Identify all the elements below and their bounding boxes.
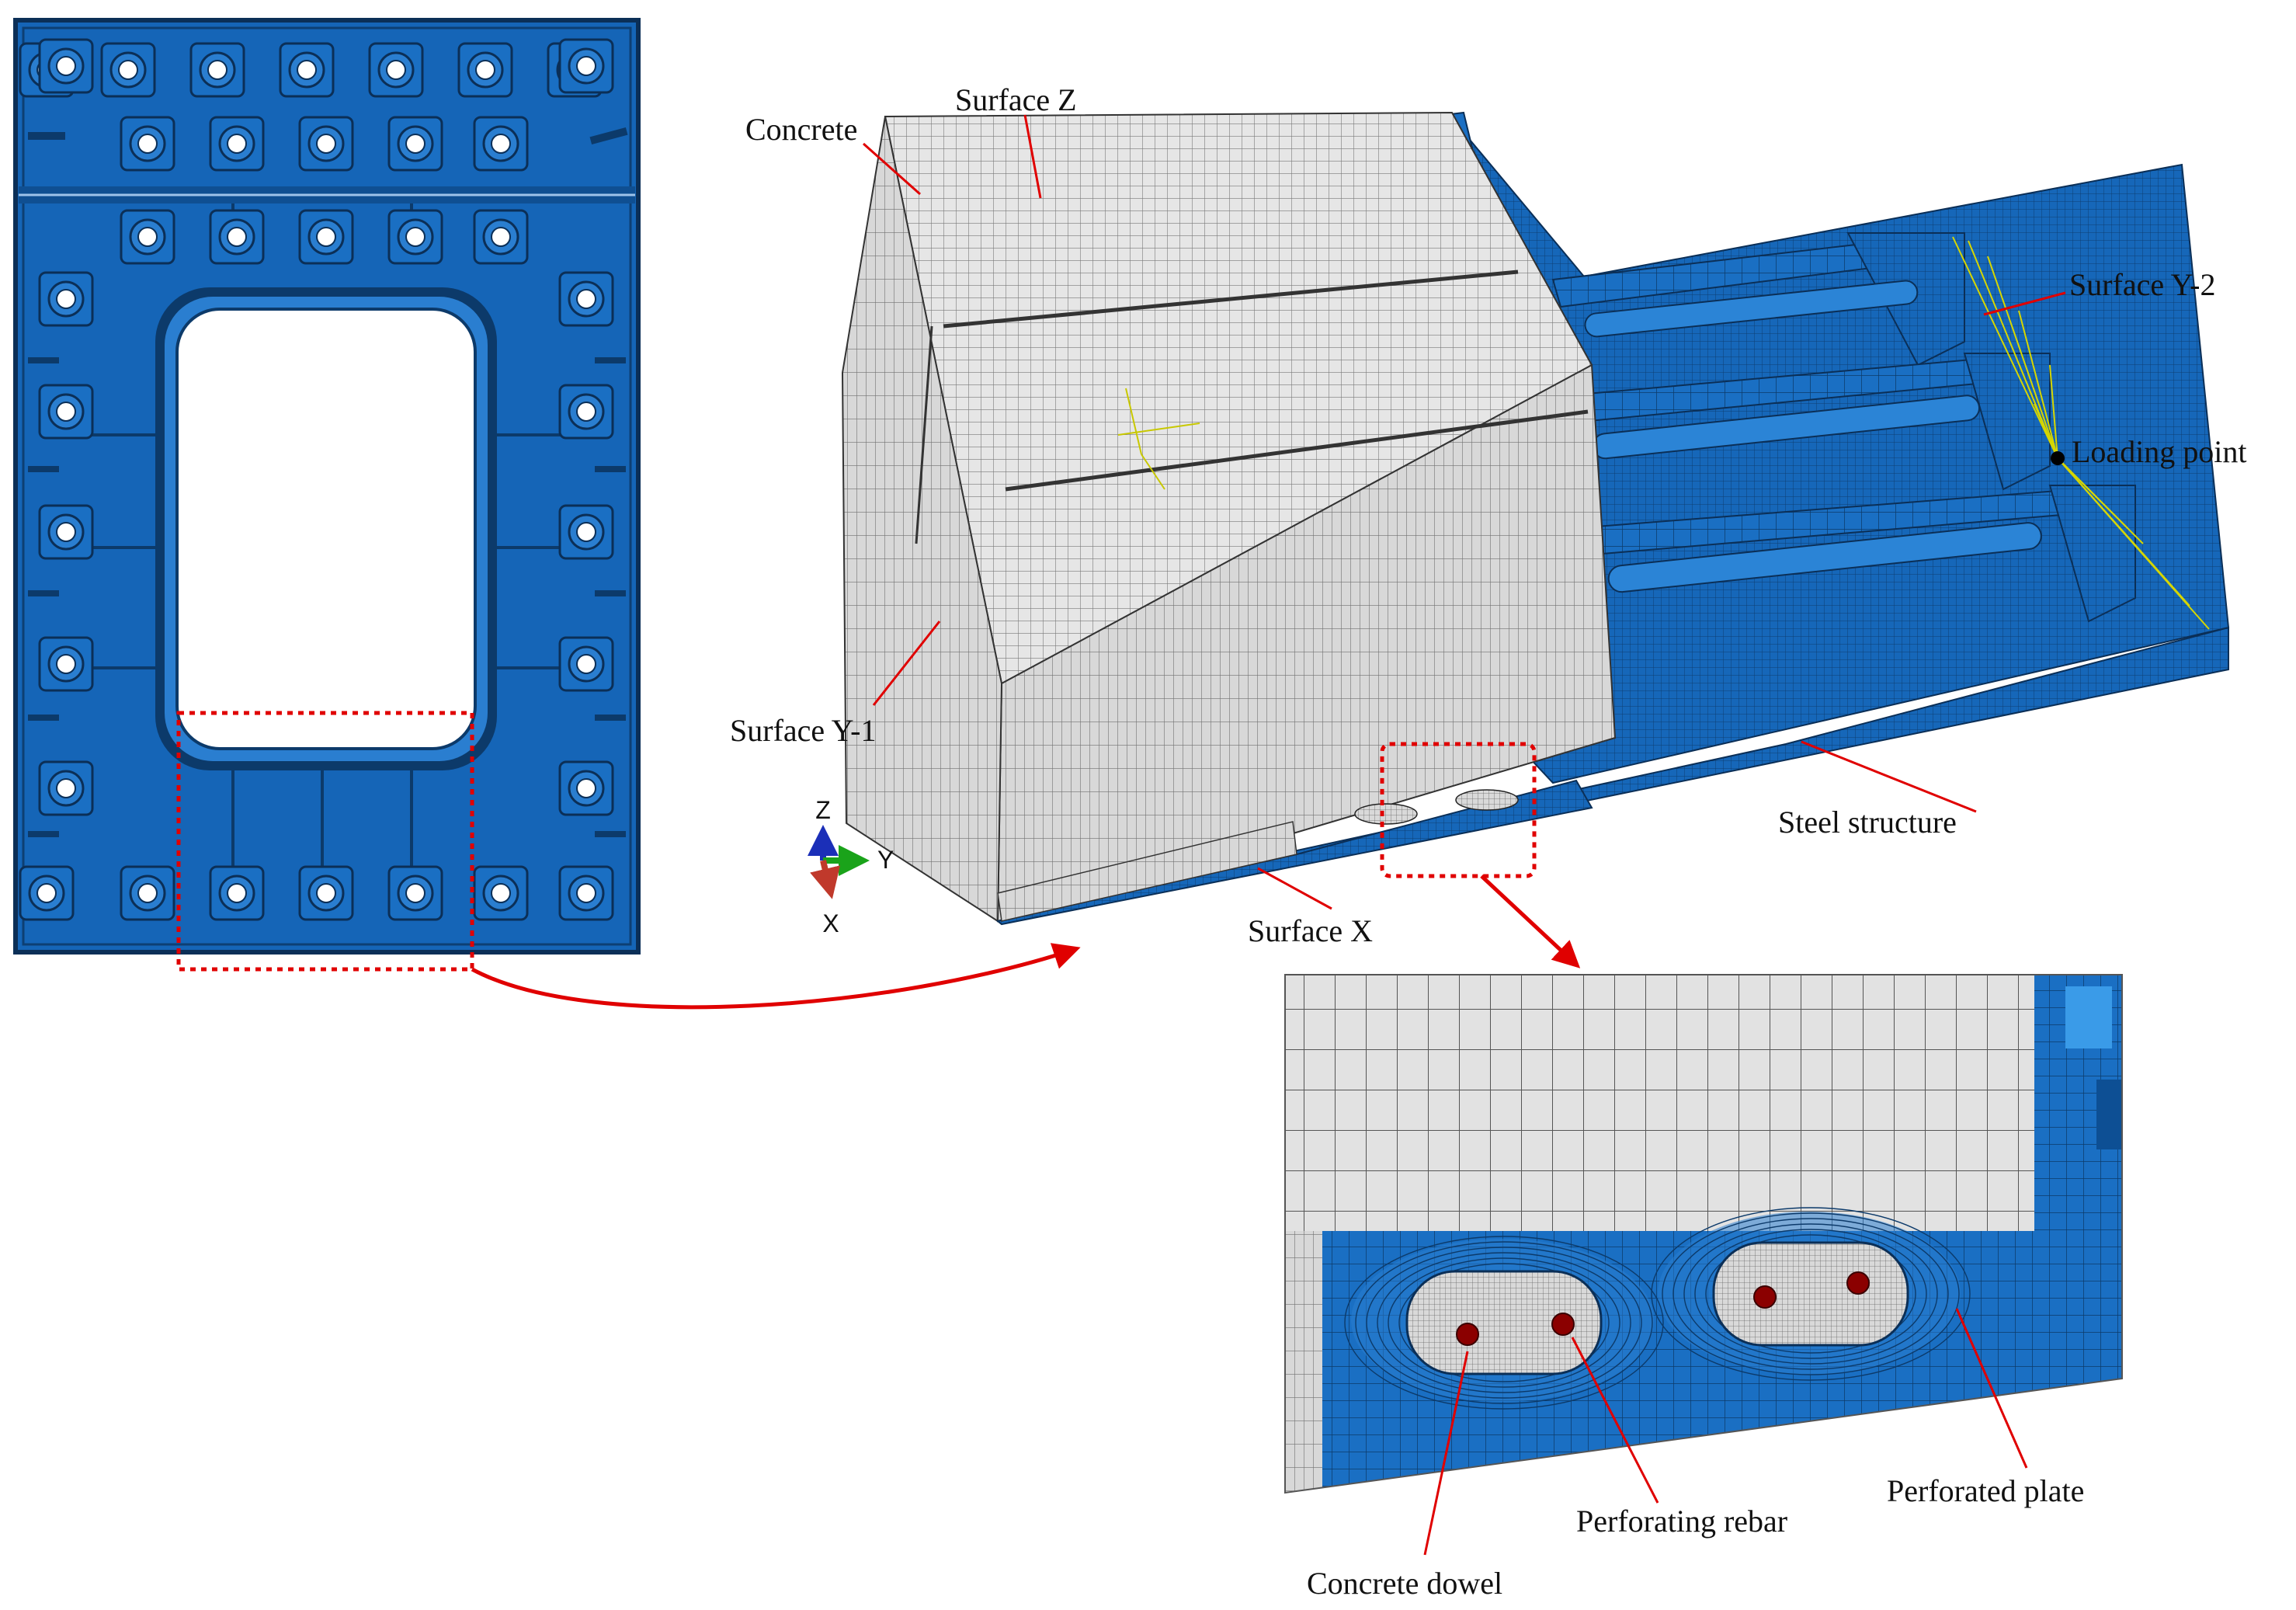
bolt-hole [491, 227, 511, 247]
mesh-ring [1398, 1263, 1610, 1382]
bolt-hole [576, 654, 596, 674]
dowel-region-box [1380, 742, 1537, 878]
label-surface-z: Surface Z [955, 82, 1077, 117]
label-perforating-rebar: Perforating rebar [1576, 1504, 1787, 1539]
bolt-hole [227, 227, 247, 247]
bolt-hole [56, 654, 76, 674]
bolt-hole [137, 134, 158, 154]
rebar-dot [1551, 1313, 1575, 1336]
bolt-hole [227, 883, 247, 903]
mesh-ring [1388, 1257, 1620, 1388]
labels: Concrete Surface Z Surface Y-1 Surface Y… [730, 82, 2247, 1601]
coupling-lines [1952, 236, 2210, 630]
mesh-ring [1662, 1212, 1960, 1375]
bolt-hole [405, 227, 426, 247]
bolt-hole [475, 60, 495, 80]
bolt-hole [576, 402, 596, 422]
label-loading-point: Loading point [2072, 434, 2247, 469]
bolt-hole [576, 522, 596, 542]
bolt-hole [118, 60, 138, 80]
rebar-dot [1753, 1285, 1777, 1309]
mesh-ring [1366, 1247, 1642, 1399]
label-surface-y2: Surface Y-2 [2069, 267, 2215, 302]
mesh-ring [1377, 1252, 1631, 1393]
mesh-ring [1355, 1241, 1653, 1404]
dowel-detail-zoom [1284, 974, 2123, 1494]
label-steel-structure: Steel structure [1778, 805, 1957, 840]
bolt-hole [56, 522, 76, 542]
bolt-hole [227, 134, 247, 154]
bolt-hole [576, 56, 596, 76]
mesh-ring [1673, 1218, 1949, 1370]
mesh-ring [1705, 1234, 1916, 1354]
curved-callout-arrow [471, 943, 1081, 1010]
rebar-dot [1456, 1323, 1479, 1346]
steel-plate-top-view [13, 18, 641, 955]
bolt-hole [405, 883, 426, 903]
concrete-left-face [841, 116, 1003, 923]
bolt-hole [137, 227, 158, 247]
label-surface-x: Surface X [1248, 913, 1373, 948]
mesh-ring [1694, 1229, 1927, 1359]
label-surface-y1: Surface Y-1 [730, 713, 876, 748]
bolt-hole [36, 883, 57, 903]
triad-y-label: Y [877, 846, 894, 874]
bolt-holes [19, 38, 614, 921]
bolt-hole [137, 883, 158, 903]
label-perforated-plate: Perforated plate [1887, 1473, 2084, 1508]
bolt-hole [576, 778, 596, 798]
bolt-hole [576, 289, 596, 309]
label-concrete: Concrete [745, 112, 857, 147]
bolt-hole [297, 60, 317, 80]
bolt-hole [207, 60, 228, 80]
leader-lines [863, 114, 2066, 1556]
bolt-hole [56, 778, 76, 798]
zoom-arrow [1480, 875, 1581, 968]
fe-model-3d [841, 111, 2230, 926]
bolt-hole [316, 134, 336, 154]
triad-x-label: X [822, 909, 839, 937]
mesh-ring [1683, 1223, 1938, 1365]
bolt-hole [491, 883, 511, 903]
detail-region-box [176, 711, 474, 972]
bolt-hole [491, 134, 511, 154]
loading-point-marker [2051, 451, 2065, 465]
bolt-hole [386, 60, 406, 80]
triad-z-label: Z [815, 796, 831, 824]
bolt-hole [56, 56, 76, 76]
bolt-hole [576, 883, 596, 903]
bolt-hole [56, 402, 76, 422]
bolt-hole [316, 883, 336, 903]
mesh-ring [1344, 1236, 1664, 1410]
mesh-ring [1651, 1207, 1971, 1381]
bolt-hole [405, 134, 426, 154]
rebar-dot [1846, 1271, 1870, 1295]
label-concrete-dowel: Concrete dowel [1307, 1566, 1502, 1601]
coordinate-triad: Z Y X [808, 796, 894, 937]
bolt-hole [56, 289, 76, 309]
bolt-hole [316, 227, 336, 247]
